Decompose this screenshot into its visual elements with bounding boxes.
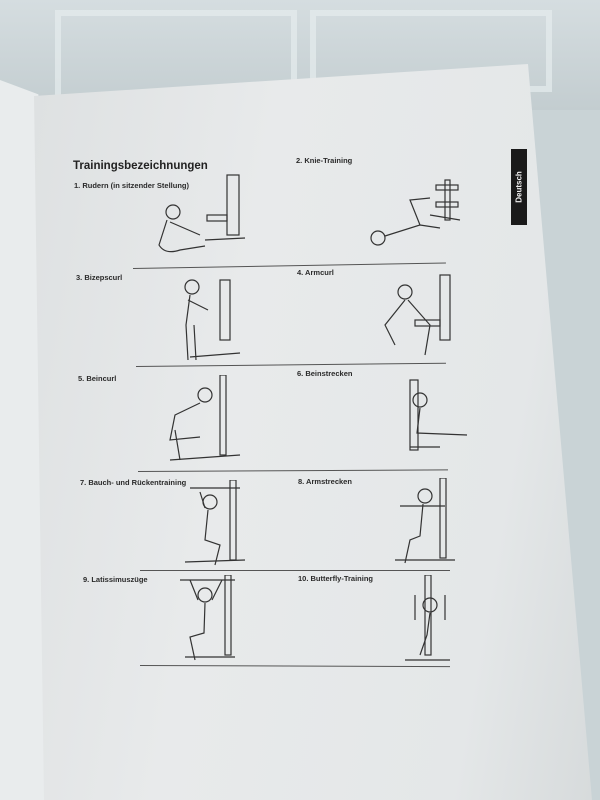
- exercise-label-5: 5. Beincurl: [78, 374, 117, 383]
- exercise-label-10: 10. Butterfly-Training: [298, 574, 374, 583]
- exercise-label-4: 4. Armcurl: [297, 268, 334, 277]
- exercise-illustration-1: [145, 170, 255, 260]
- exercise-illustration-2: [360, 170, 470, 260]
- exercise-illustration-8: [375, 477, 485, 568]
- exercise-illustration-4: [370, 270, 480, 360]
- exercise-illustration-3: [150, 275, 260, 365]
- section-divider: [140, 570, 450, 571]
- exercise-label-7: 7. Bauch- und Rückentraining: [80, 478, 187, 487]
- exercise-label-2: 2. Knie-Training: [296, 156, 353, 165]
- exercise-label-8: 8. Armstrecken: [298, 477, 352, 486]
- exercise-illustration-5: [150, 374, 260, 465]
- exercise-illustration-10: [375, 574, 485, 665]
- exercise-label-9: 9. Latissimuszüge: [83, 575, 148, 584]
- exercise-illustration-7: [160, 479, 270, 570]
- language-tab: Deutsch: [511, 149, 527, 225]
- page-title: Trainingsbezeichnungen: [73, 160, 208, 172]
- exercise-label-3: 3. Bizepscurl: [76, 273, 123, 282]
- exercise-label-1: 1. Rudern (in sitzender Stellung): [74, 181, 190, 190]
- exercise-illustration-6: [375, 375, 485, 465]
- exercise-illustration-9: [160, 574, 270, 665]
- exercise-label-6: 6. Beinstrecken: [297, 369, 353, 378]
